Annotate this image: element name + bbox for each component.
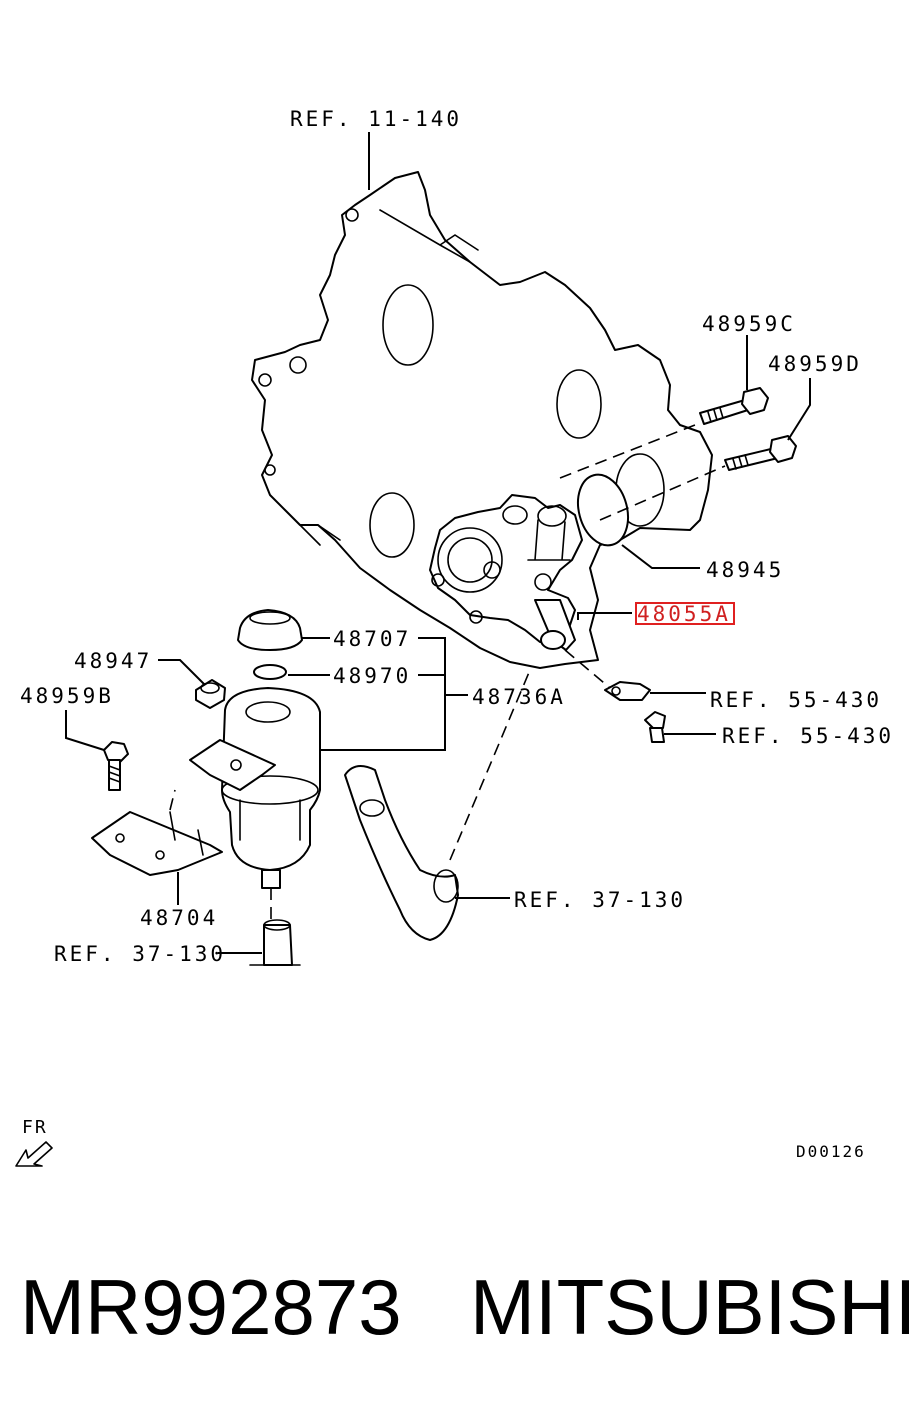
- timing-cover: [251, 171, 713, 669]
- o-ring-48970: [253, 664, 287, 680]
- small-bolt: [644, 711, 666, 743]
- ref-11-140-label: REF. 11-140: [290, 107, 462, 131]
- lower-hose: [249, 919, 301, 966]
- ref-37-130-label-1: REF. 37-130: [514, 888, 686, 912]
- nut-48947: [195, 679, 226, 709]
- leader-lines: [65, 132, 811, 954]
- tank-bracket: [189, 739, 276, 791]
- diagram-code: D00126: [796, 1142, 866, 1161]
- part-48945-label: 48945: [706, 558, 784, 582]
- bolt-48959C: [699, 387, 769, 425]
- part-48959C-label: 48959C: [702, 312, 796, 336]
- fr-arrow-icon: [15, 1141, 53, 1167]
- part-48959D-label: 48959D: [768, 352, 862, 376]
- part-48055A-label[interactable]: 48055A: [637, 602, 731, 626]
- part-48704-label: 48704: [140, 906, 218, 930]
- part-48970-label: 48970: [333, 664, 411, 688]
- brand-name: MITSUBISHI: [470, 1263, 909, 1351]
- water-hose: [344, 765, 459, 941]
- part-number: MR992873: [20, 1263, 402, 1351]
- reservoir-cap-48707: [237, 609, 303, 651]
- ref-55-430-label-1: REF. 55-430: [710, 688, 882, 712]
- bracket-48704: [91, 811, 223, 876]
- thermostat-housing-48055A: [429, 494, 583, 651]
- footer: MR992873 MITSUBISHI: [0, 1262, 909, 1372]
- part-48947-label: 48947: [74, 649, 152, 673]
- bolt-48959B: [103, 741, 129, 791]
- o-ring-48945: [577, 473, 629, 547]
- reservoir-tank-48736A: [221, 687, 321, 889]
- part-48736A-label: 48736A: [472, 685, 566, 709]
- highlight-box: [635, 602, 735, 625]
- fr-label: FR: [22, 1117, 48, 1138]
- part-48959B-label: 48959B: [20, 684, 114, 708]
- hose-clamp: [604, 681, 651, 701]
- part-48707-label: 48707: [333, 627, 411, 651]
- ref-37-130-label-2: REF. 37-130: [54, 942, 226, 966]
- bolt-48959D: [724, 435, 797, 471]
- ref-55-430-label-2: REF. 55-430: [722, 724, 894, 748]
